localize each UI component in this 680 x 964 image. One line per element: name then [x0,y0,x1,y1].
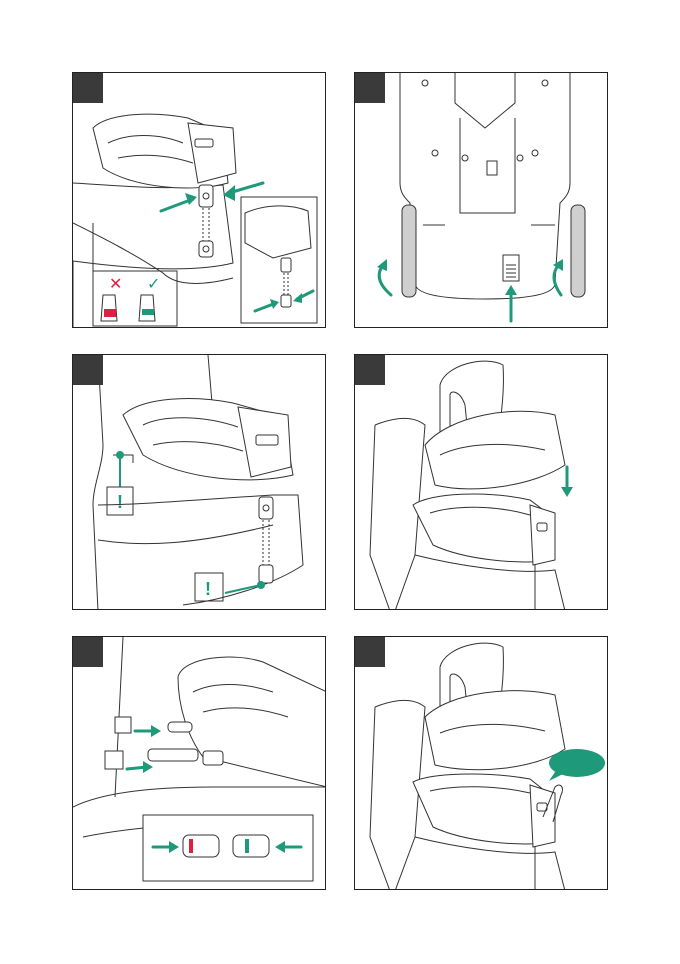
instruction-panel-5 [72,636,326,890]
instruction-panel-3: ! ! [72,354,326,610]
illustration-base-installed: ! ! [73,355,326,610]
illustration-isofix-connectors [73,637,326,890]
warning-icon: ! [205,579,211,599]
incorrect-icon: ✕ [109,274,122,293]
step-badge-1 [73,73,103,103]
illustration-carrier-lowering [355,355,608,610]
instruction-panel-2 [354,72,608,328]
illustration-click-confirm [355,637,608,890]
step-badge-2 [355,73,385,103]
illustration-base-underside [355,73,608,328]
step-badge-4 [355,355,385,385]
instruction-panel-6 [354,636,608,890]
step-badge-3 [73,355,103,385]
instruction-panel-4 [354,354,608,610]
instruction-panel-1: ✕ ✓ [72,72,326,328]
step-badge-6 [355,637,385,667]
warning-icon: ! [117,492,123,512]
step-badge-5 [73,637,103,667]
correct-icon: ✓ [147,274,160,293]
illustration-isofix-base-legs: ✕ ✓ [73,73,326,328]
